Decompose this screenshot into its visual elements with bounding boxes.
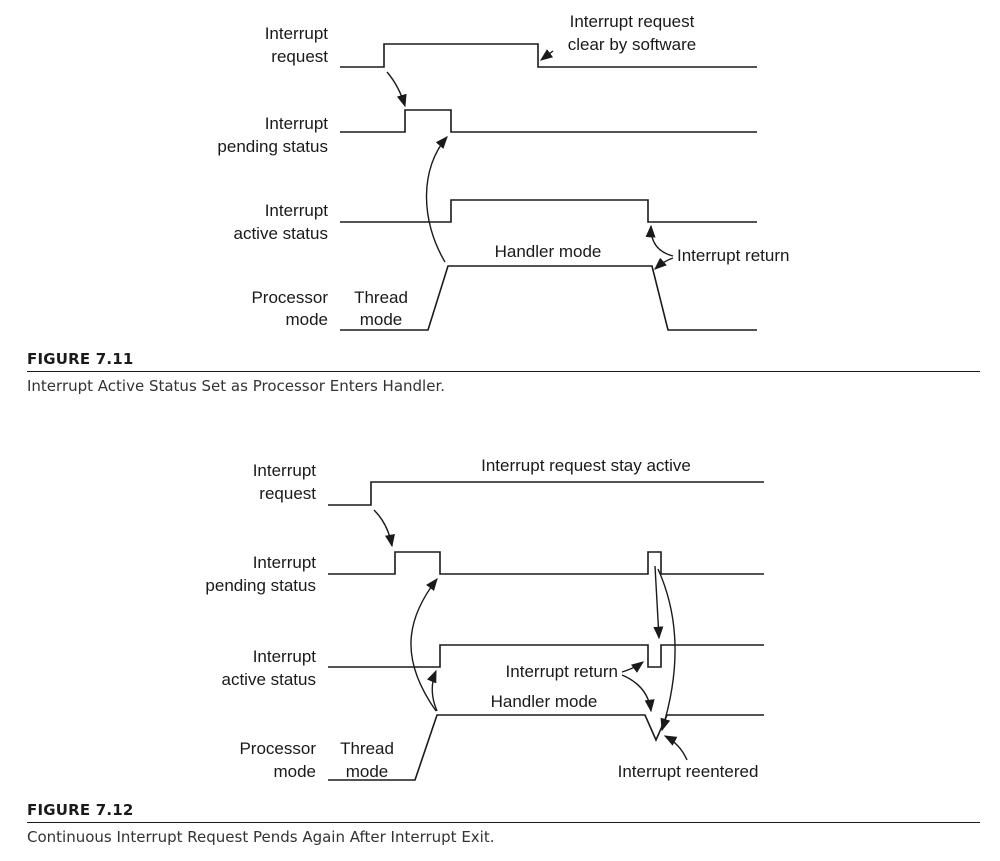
fig1-request-to-pending-arrow [386, 71, 407, 108]
fig1-mode-to-pending-arrow [425, 136, 448, 263]
fig2-request-waveform [328, 481, 764, 506]
fig2-thread-mode-label-line2: mode [346, 762, 389, 781]
fig1-return-to-mode-arrow [654, 257, 674, 270]
fig2-interrupt-reentered-label: Interrupt reentered [618, 762, 759, 781]
figure-7-11-diagram: Interrupt request Interrupt pending stat… [217, 12, 789, 331]
fig2-active-label-line2: active status [222, 670, 317, 689]
fig1-pending-waveform [340, 109, 757, 133]
fig2-pending-label-line1: Interrupt [253, 553, 317, 572]
fig1-request-label-line2: request [271, 47, 328, 66]
figure-7-11-caption: Interrupt Active Status Set as Processor… [27, 377, 446, 395]
figure-7-11-number: FIGURE 7.11 [27, 350, 134, 368]
fig2-active-waveform [328, 644, 764, 668]
fig1-request-waveform [340, 43, 757, 68]
fig1-processor-label-line2: mode [285, 310, 328, 329]
fig2-pending-label-line2: pending status [205, 576, 316, 595]
fig1-pending-label-line2: pending status [217, 137, 328, 156]
figure-7-11-rule [27, 371, 980, 372]
fig1-request-clear-label-line2: clear by software [568, 35, 697, 54]
fig2-pending-to-mode-arrow [657, 568, 676, 732]
fig1-return-to-active-arrow [645, 224, 674, 257]
fig1-thread-mode-label-line1: Thread [354, 288, 408, 307]
fig2-mode-to-active-arrow [426, 669, 438, 712]
fig2-pending-to-active-arrow [653, 565, 664, 640]
fig1-handler-mode-label: Handler mode [495, 242, 602, 261]
fig1-processor-label-line1: Processor [251, 288, 328, 307]
fig1-active-label-line1: Interrupt [265, 201, 329, 220]
fig2-processor-label-line2: mode [273, 762, 316, 781]
fig2-return-to-active-arrow [621, 661, 645, 673]
figure-7-12-diagram: Interrupt request Interrupt pending stat… [205, 456, 764, 781]
figure-7-12-caption: Continuous Interrupt Request Pends Again… [27, 828, 495, 846]
fig2-reentered-arrow [663, 735, 688, 761]
fig1-clear-pointer-arrow [539, 49, 554, 61]
fig2-request-to-pending-arrow [373, 509, 395, 548]
figure-7-12-rule [27, 822, 980, 823]
fig2-active-label-line1: Interrupt [253, 647, 317, 666]
fig2-processor-label-line1: Processor [239, 739, 316, 758]
fig1-active-waveform [340, 199, 757, 223]
fig2-request-label-line1: Interrupt [253, 461, 317, 480]
fig1-request-clear-label-line1: Interrupt request [570, 12, 695, 31]
fig2-mode-to-pending-arrow [410, 578, 438, 712]
fig1-active-label-line2: active status [234, 224, 329, 243]
fig1-thread-mode-label-line2: mode [360, 310, 403, 329]
fig2-thread-mode-label-line1: Thread [340, 739, 394, 758]
figure-7-12-number: FIGURE 7.12 [27, 801, 134, 819]
fig2-return-to-mode-arrow [621, 674, 655, 713]
fig2-pending-waveform [328, 551, 764, 575]
fig2-interrupt-return-label: Interrupt return [506, 662, 618, 681]
fig1-pending-label-line1: Interrupt [265, 114, 329, 133]
fig2-request-stay-active-label: Interrupt request stay active [481, 456, 691, 475]
fig2-request-label-line2: request [259, 484, 316, 503]
fig1-processor-waveform [340, 265, 757, 331]
fig2-handler-mode-label: Handler mode [491, 692, 598, 711]
fig1-request-label-line1: Interrupt [265, 24, 329, 43]
fig1-interrupt-return-label: Interrupt return [677, 246, 789, 265]
